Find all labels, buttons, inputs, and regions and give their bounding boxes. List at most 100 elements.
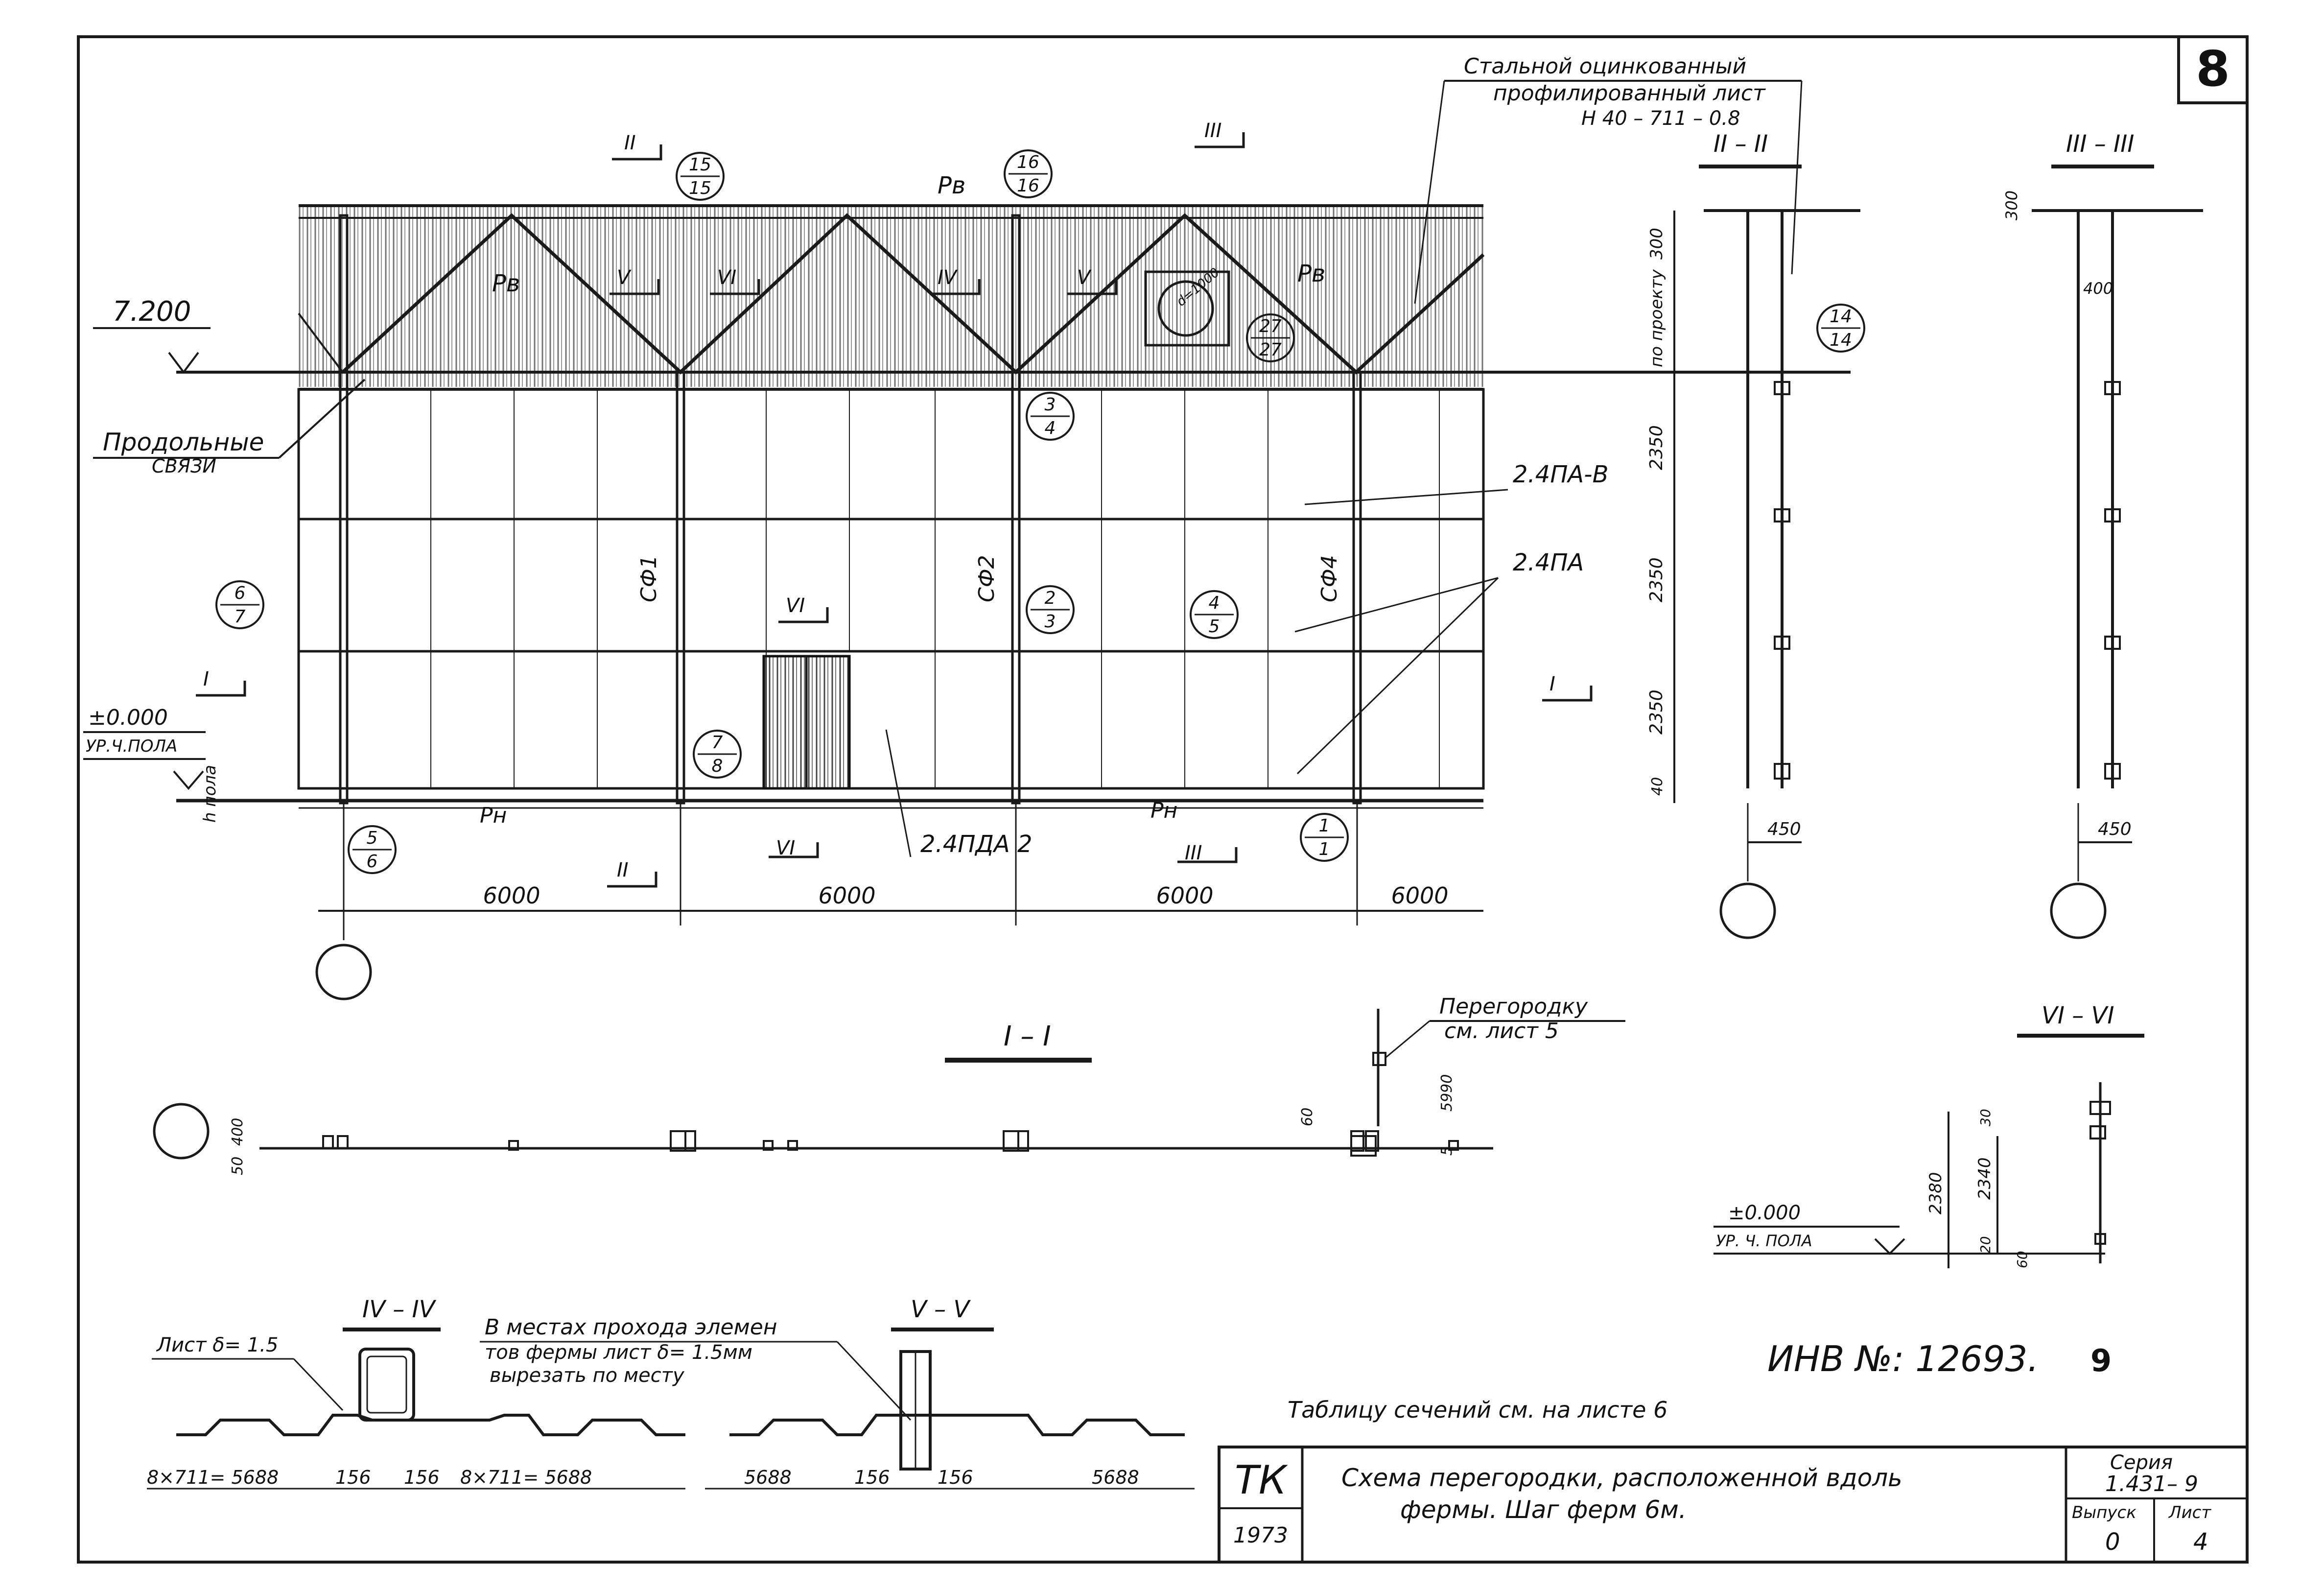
svg-text:5688: 5688	[1092, 1467, 1139, 1488]
series-label: Серия	[2110, 1451, 2173, 1474]
pv-label-1: Рв	[492, 270, 520, 297]
callout-4-5: 4 5	[1190, 590, 1239, 639]
section-IV-IV: IV – IV Лист δ= 1.5 8×711= 5688 156 156 …	[147, 1296, 685, 1490]
svg-text:450: 450	[2098, 819, 2132, 839]
svg-text:2: 2	[1045, 588, 1056, 608]
section-5-title: V – V	[911, 1296, 971, 1323]
callout-2-3: 2 3	[1026, 585, 1075, 634]
callout-6-7: 6 7	[215, 580, 264, 629]
svg-text:15: 15	[689, 178, 711, 198]
axis-circle-2	[1719, 882, 1776, 939]
issue-value: 0	[2105, 1528, 2120, 1556]
svg-text:5990: 5990	[1438, 1074, 1455, 1112]
span-dimensions: 6000 6000 6000 6000	[315, 803, 1483, 1000]
section-6-floor: УР. Ч. ПОЛА	[1716, 1232, 1812, 1250]
pn-label-1: Рн	[480, 803, 507, 828]
long-ties-label-2: СВЯЗИ	[152, 455, 216, 477]
svg-text:2350: 2350	[1646, 689, 1667, 735]
svg-text:4: 4	[1209, 593, 1220, 613]
callout-15: 15 15	[676, 152, 725, 201]
roof-profiled-sheet	[299, 206, 1483, 387]
cut-note-3: вырезать по месту	[490, 1364, 685, 1387]
level-marks: 7.200 ±0.000 УР.Ч.ПОЛА h пола	[83, 296, 220, 823]
title-year: 1973	[1233, 1523, 1288, 1548]
issue-label: Выпуск	[2072, 1503, 2136, 1522]
sheet-label: Лист	[2168, 1503, 2211, 1522]
section-V-V: V – V 5688 156 156 5688	[705, 1296, 1195, 1490]
svg-text:5: 5	[1209, 617, 1220, 637]
floor-level-label: УР.Ч.ПОЛА	[86, 736, 177, 756]
cut-note: В местах прохода элемен тов фермы лист δ…	[480, 1315, 912, 1421]
sheet-frame: 8	[77, 35, 2249, 1564]
svg-text:2380: 2380	[1926, 1172, 1946, 1214]
section-III-III: III – III 300 400 450	[2002, 130, 2203, 939]
svg-text:14: 14	[1830, 307, 1852, 327]
callout-3-4: 3 4	[1026, 392, 1075, 441]
sheet-value: 4	[2193, 1528, 2208, 1556]
column-mark-1: СФ1	[636, 555, 661, 602]
section-II-II: II – II 300 по проекту 2350 2350 2350 40…	[1646, 130, 1865, 939]
svg-text:6: 6	[367, 852, 378, 872]
section-1-title: I – I	[1004, 1020, 1051, 1052]
svg-text:I: I	[203, 668, 209, 690]
span-1: 6000	[483, 882, 540, 909]
svg-text:4: 4	[1045, 418, 1056, 438]
svg-text:2350: 2350	[1646, 425, 1667, 470]
svg-text:1: 1	[1319, 816, 1330, 836]
section-cut-marks: II III II III IV V V VI VI VI I I	[196, 119, 1593, 888]
svg-text:156: 156	[938, 1467, 973, 1488]
axis-circle-4	[153, 1103, 210, 1160]
svg-text:300: 300	[1647, 228, 1667, 260]
cut-note-2: тов фермы лист δ= 1.5мм	[485, 1341, 752, 1364]
truss-elevation: d=1000 7.200 ±0.000 УР.Ч.ПОЛА h пола Про…	[83, 54, 1851, 1000]
long-ties-label: Продольные	[103, 428, 264, 456]
section-2-title: II – II	[1714, 130, 1768, 158]
svg-text:III: III	[1185, 842, 1202, 864]
svg-text:156: 156	[404, 1467, 440, 1488]
svg-text:16: 16	[1017, 152, 1039, 172]
series-value: 1.431– 9	[2105, 1471, 2198, 1496]
svg-text:5: 5	[367, 828, 378, 848]
svg-text:V: V	[617, 266, 632, 289]
section-3-title: III – III	[2066, 130, 2134, 158]
callout-27: 27 27	[1246, 313, 1295, 362]
pv-label-3: Рв	[1297, 260, 1325, 287]
roof-sheet-note: Стальной оцинкованный профилированный ли…	[1414, 54, 1803, 304]
column-mark-3: СФ4	[1317, 555, 1342, 602]
span-2: 6000	[818, 882, 875, 909]
svg-text:5: 5	[1438, 1146, 1455, 1156]
svg-text:6: 6	[235, 583, 246, 603]
svg-text:3: 3	[1045, 395, 1056, 415]
svg-text:I: I	[1549, 673, 1555, 695]
section-4-title: IV – IV	[362, 1296, 437, 1323]
svg-text:II: II	[617, 859, 629, 881]
svg-text:8×711= 5688: 8×711= 5688	[147, 1467, 279, 1488]
section-I-I: I – I Перегородку см. лист 5 400 50 60 5…	[153, 994, 1625, 1175]
svg-text:15: 15	[689, 155, 711, 175]
callout-5-6: 5 6	[348, 825, 397, 874]
svg-text:400: 400	[2083, 279, 2113, 298]
panel-label-g: 2.4ПДА 2	[920, 831, 1033, 858]
svg-text:50: 50	[229, 1157, 246, 1175]
panel-label-a: 2.4ПА	[1513, 549, 1584, 576]
span-4: 6000	[1391, 882, 1448, 909]
svg-text:60: 60	[1299, 1108, 1316, 1126]
sheet-number: 8	[2196, 40, 2230, 97]
section-6-level: ±0.000	[1728, 1202, 1801, 1224]
svg-text:III: III	[1204, 119, 1221, 142]
cut-note-1: В местах прохода элемен	[485, 1315, 777, 1340]
roof-note-line3: Н 40 – 711 – 0.8	[1581, 107, 1740, 130]
svg-text:14: 14	[1830, 330, 1852, 350]
axis-circle-3	[2050, 882, 2107, 939]
floor-mark: h пола	[200, 765, 220, 823]
svg-text:3: 3	[1045, 612, 1056, 632]
tk-logo: ТК	[1235, 1457, 1288, 1503]
partition-note-2: см. лист 5	[1444, 1019, 1559, 1044]
axis-circle-1	[315, 944, 372, 1000]
title-line-1: Схема перегородки, расположенной вдоль	[1341, 1464, 1902, 1492]
svg-text:7: 7	[712, 733, 723, 753]
svg-text:300: 300	[2002, 190, 2021, 220]
svg-text:5688: 5688	[744, 1467, 792, 1488]
table-note: Таблицу сечений см. на листе 6	[1288, 1397, 1667, 1423]
